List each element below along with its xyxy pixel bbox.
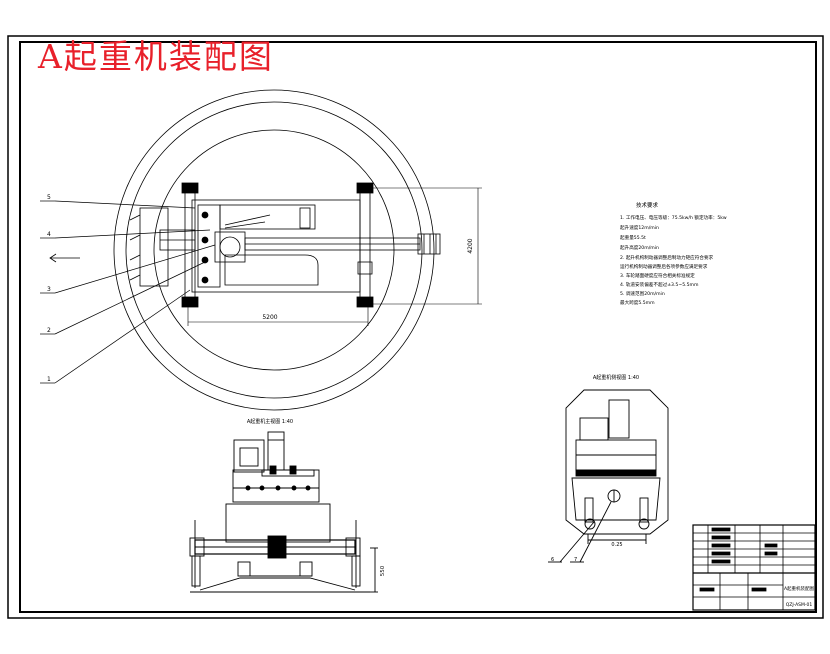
note-line: 4. 轨道安装偏差不超过±3.5~5.5mm [620, 281, 699, 288]
title-block-code: QZJ-ASM-01 [786, 602, 813, 608]
side-leader-label-6: 6 [551, 557, 554, 563]
note-line: 起重量55.5t [620, 234, 646, 241]
leader-label-1: 1 [47, 376, 51, 383]
left-rail [184, 185, 196, 305]
dim-width-label: 5200 [262, 314, 277, 321]
side-view [548, 389, 669, 563]
side-view-outline [565, 389, 669, 535]
side-leader-label-7: 7 [574, 557, 577, 563]
right-rail [359, 185, 371, 305]
front-view-label: A起重机主视图 1:40 [247, 418, 293, 425]
leader-label-3: 3 [47, 286, 51, 293]
inner-border [19, 41, 817, 613]
top-view-dimensions [187, 187, 482, 326]
note-line: 起升高度20m/min [620, 244, 659, 251]
middle-slew-circle [125, 101, 423, 399]
leader-label-2: 2 [47, 327, 51, 334]
outer-border [7, 35, 824, 619]
dim-height-label: 4200 [467, 238, 474, 253]
drawing-title: A起重机装配图 [38, 37, 274, 76]
leader-label-4: 4 [47, 231, 51, 238]
title-block [692, 524, 816, 611]
outer-slew-circle [113, 89, 435, 411]
note-line: 2. 起升机构制动器调整后制动力矩应符合要求 [620, 254, 714, 261]
side-view-label: A起重机侧视图 1:40 [593, 374, 639, 381]
note-line: 3. 车轮踏面硬度应符合相关标准规定 [620, 272, 695, 279]
hook-head [417, 233, 441, 255]
leader-label-5: 5 [47, 194, 51, 201]
note-line: 5. 调速范围20m/min [620, 290, 665, 297]
note-line: 最大跨度5.5mm [620, 299, 655, 306]
machine-frame [191, 199, 361, 293]
side-dim-width-label: 0.25 [611, 542, 622, 548]
technical-notes: 技术要求 1. 工作电压、电压等级：75.5kw/h 额定功率：5kw 起升速度… [620, 201, 727, 306]
note-line: 起升速度12m/min [620, 224, 659, 231]
title-block-name: A起重机装配图 [784, 585, 815, 592]
front-dim-height-label: 550 [380, 565, 386, 576]
front-view [189, 431, 378, 593]
note-line: 运行机构制动器调整后各项参数应满足要求 [620, 263, 708, 270]
notes-heading: 技术要求 [636, 201, 659, 209]
top-view [49, 89, 441, 411]
note-line: 1. 工作电压、电压等级：75.5kw/h 额定功率：5kw [620, 214, 727, 221]
top-view-leaders [40, 200, 216, 384]
